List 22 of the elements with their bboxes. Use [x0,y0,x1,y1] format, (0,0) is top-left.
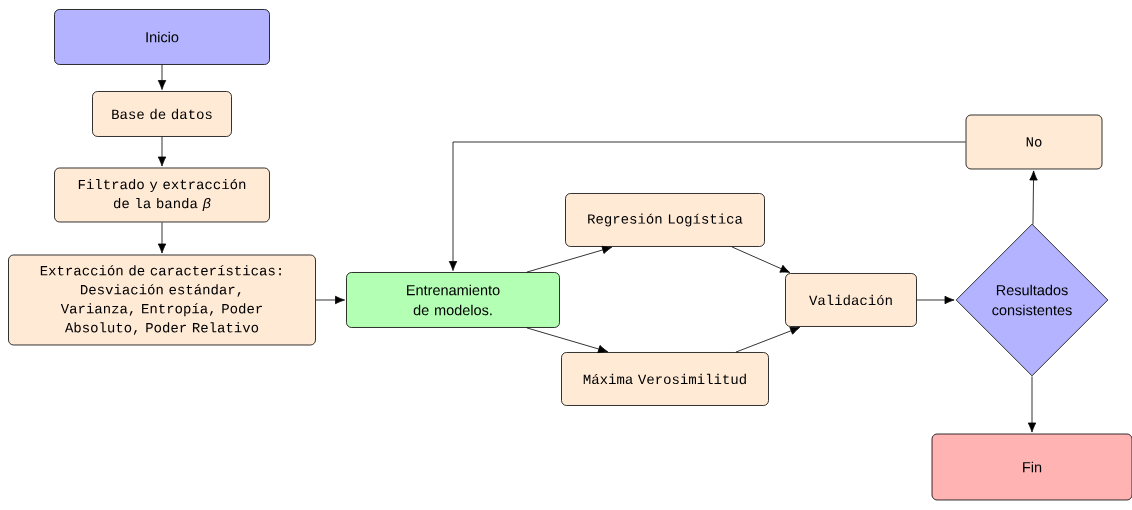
arrow [916,295,955,305]
arrow [448,141,966,271]
arrow [315,295,345,305]
process-box: Máxima Verosimilitud [561,352,769,406]
arrow [735,326,801,353]
arrow [526,327,609,354]
end-box: Fin [931,433,1132,501]
arrow [731,246,791,273]
process-box: Base de datos [92,91,232,137]
process-box: Validación [785,273,917,327]
arrow [1027,376,1037,433]
arrow [1029,170,1038,225]
arrow [526,245,613,273]
process-box: Extracción de características: Desviación estándar, Varianza, Entropía, Poder Absoluto, Poder Relativo [8,254,316,346]
arrow [157,222,167,254]
arrow [157,136,167,167]
process-box: No [965,114,1103,170]
process-box: Regresión Logística [565,193,765,247]
process-box: Filtrado y extracción de la banda β [54,167,270,223]
arrow [157,64,167,90]
start-box: Inicio [54,9,270,65]
process-box: Entrenamiento de modelos. [346,272,560,328]
